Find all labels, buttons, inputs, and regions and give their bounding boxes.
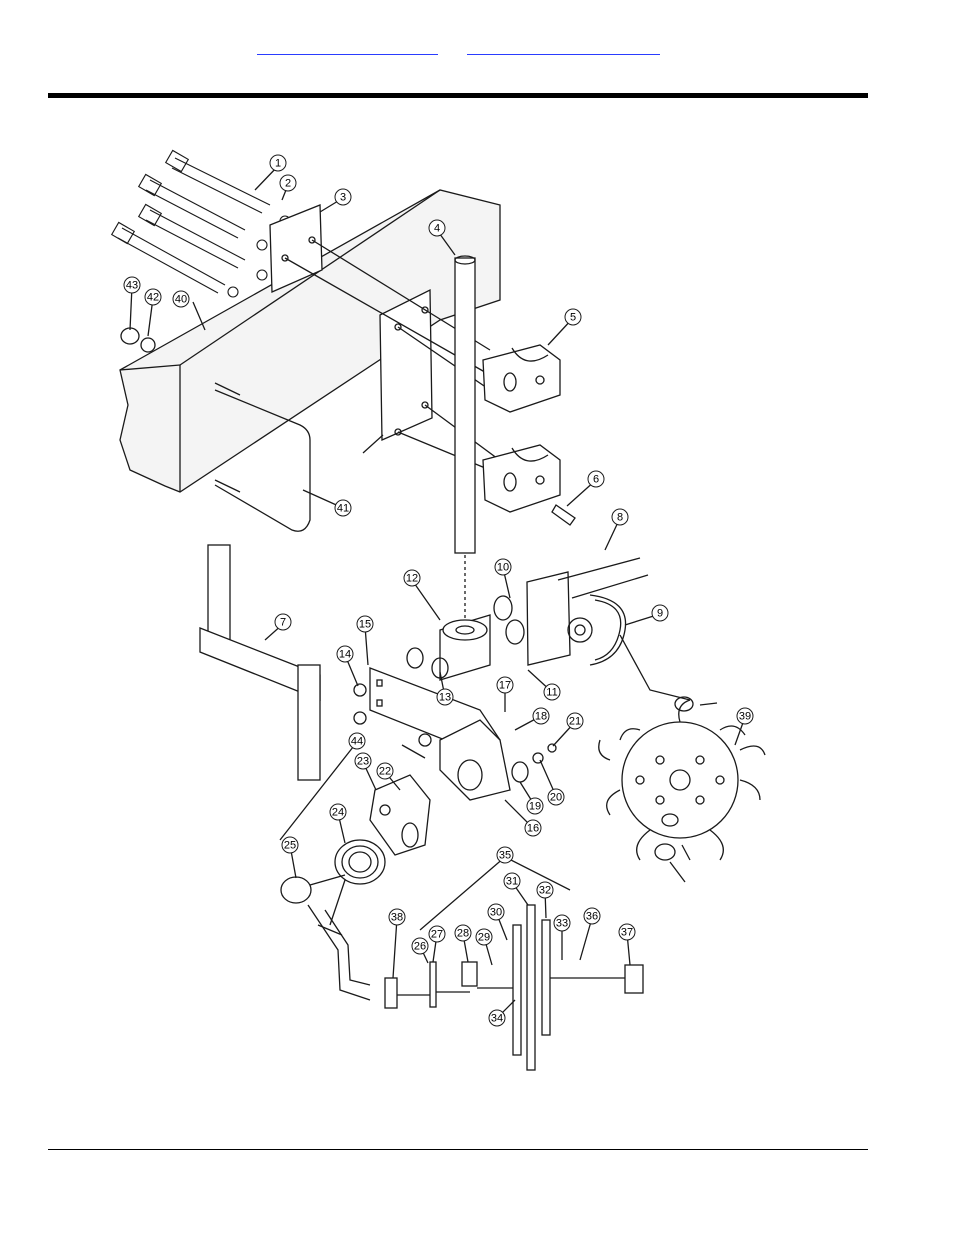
svg-text:27: 27 <box>431 929 443 941</box>
callout-7: 7 <box>274 613 292 631</box>
callout-23: 23 <box>354 752 372 770</box>
callout-31: 31 <box>503 872 521 890</box>
svg-text:3: 3 <box>340 192 346 204</box>
svg-text:19: 19 <box>529 801 541 813</box>
svg-text:42: 42 <box>147 292 159 304</box>
callout-37: 37 <box>618 923 636 941</box>
callout-36: 36 <box>583 907 601 925</box>
svg-text:5: 5 <box>570 312 576 324</box>
svg-text:28: 28 <box>457 928 469 940</box>
callout-15: 15 <box>356 615 374 633</box>
callout-43: 43 <box>123 276 141 294</box>
svg-text:35: 35 <box>499 850 511 862</box>
svg-text:4: 4 <box>434 223 440 235</box>
callout-11: 11 <box>543 683 561 701</box>
callout-30: 30 <box>487 903 505 921</box>
diagram-drawing <box>110 149 766 1071</box>
callout-29: 29 <box>475 928 493 946</box>
header-link-right[interactable] <box>467 38 660 55</box>
svg-text:14: 14 <box>339 649 351 661</box>
svg-text:22: 22 <box>379 766 391 778</box>
callout-21: 21 <box>566 712 584 730</box>
svg-text:37: 37 <box>621 927 633 939</box>
callout-5: 5 <box>564 308 582 326</box>
callout-22: 22 <box>376 762 394 780</box>
callout-25: 25 <box>281 836 299 854</box>
svg-text:38: 38 <box>391 912 403 924</box>
callout-26: 26 <box>411 937 429 955</box>
callout-32: 32 <box>536 881 554 899</box>
svg-text:12: 12 <box>406 573 418 585</box>
svg-text:31: 31 <box>506 876 518 888</box>
svg-text:24: 24 <box>332 807 344 819</box>
svg-text:39: 39 <box>739 711 751 723</box>
footer-rule <box>48 1149 868 1150</box>
svg-text:8: 8 <box>617 512 623 524</box>
callout-40: 40 <box>172 290 190 308</box>
callout-2: 2 <box>279 174 297 192</box>
callout-8: 8 <box>611 508 629 526</box>
callout-20: 20 <box>547 788 565 806</box>
header-rule <box>48 93 868 98</box>
svg-text:30: 30 <box>490 907 502 919</box>
callout-16: 16 <box>524 819 542 837</box>
callout-33: 33 <box>553 914 571 932</box>
svg-text:43: 43 <box>126 280 138 292</box>
svg-text:1: 1 <box>275 158 281 170</box>
svg-text:23: 23 <box>357 756 369 768</box>
callout-28: 28 <box>454 924 472 942</box>
svg-text:7: 7 <box>280 617 286 629</box>
svg-text:18: 18 <box>535 711 547 723</box>
callout-10: 10 <box>494 558 512 576</box>
callout-14: 14 <box>336 645 354 663</box>
svg-text:33: 33 <box>556 918 568 930</box>
svg-text:26: 26 <box>414 941 426 953</box>
callout-3: 3 <box>334 188 352 206</box>
callout-44: 44 <box>348 732 366 750</box>
callout-35: 35 <box>496 846 514 864</box>
callout-1: 1 <box>269 154 287 172</box>
svg-text:40: 40 <box>175 294 187 306</box>
callout-34: 34 <box>488 1009 506 1027</box>
callout-4: 4 <box>428 219 446 237</box>
callout-41: 41 <box>334 499 352 517</box>
svg-text:16: 16 <box>527 823 539 835</box>
header-link-left[interactable] <box>257 38 438 55</box>
callout-17: 17 <box>496 676 514 694</box>
callout-12: 12 <box>403 569 421 587</box>
svg-text:44: 44 <box>351 736 363 748</box>
callout-18: 18 <box>532 707 550 725</box>
callout-13: 13 <box>436 688 454 706</box>
svg-text:10: 10 <box>497 562 509 574</box>
svg-text:13: 13 <box>439 692 451 704</box>
svg-text:6: 6 <box>593 474 599 486</box>
svg-text:15: 15 <box>359 619 371 631</box>
svg-text:21: 21 <box>569 716 581 728</box>
callout-19: 19 <box>526 797 544 815</box>
callout-27: 27 <box>428 925 446 943</box>
callout-9: 9 <box>651 604 669 622</box>
callout-42: 42 <box>144 288 162 306</box>
svg-text:36: 36 <box>586 911 598 923</box>
svg-text:41: 41 <box>337 503 349 515</box>
callout-39: 39 <box>736 707 754 725</box>
svg-text:17: 17 <box>499 680 511 692</box>
callout-38: 38 <box>388 908 406 926</box>
svg-text:25: 25 <box>284 840 296 852</box>
svg-text:20: 20 <box>550 792 562 804</box>
svg-text:34: 34 <box>491 1013 503 1025</box>
svg-text:9: 9 <box>657 608 663 620</box>
callout-6: 6 <box>587 470 605 488</box>
svg-text:32: 32 <box>539 885 551 897</box>
svg-text:2: 2 <box>285 178 291 190</box>
svg-text:11: 11 <box>546 687 557 699</box>
callout-labels: 1234567891011121314151617181920212223242… <box>123 154 754 1027</box>
callout-24: 24 <box>329 803 347 821</box>
svg-text:29: 29 <box>478 932 490 944</box>
